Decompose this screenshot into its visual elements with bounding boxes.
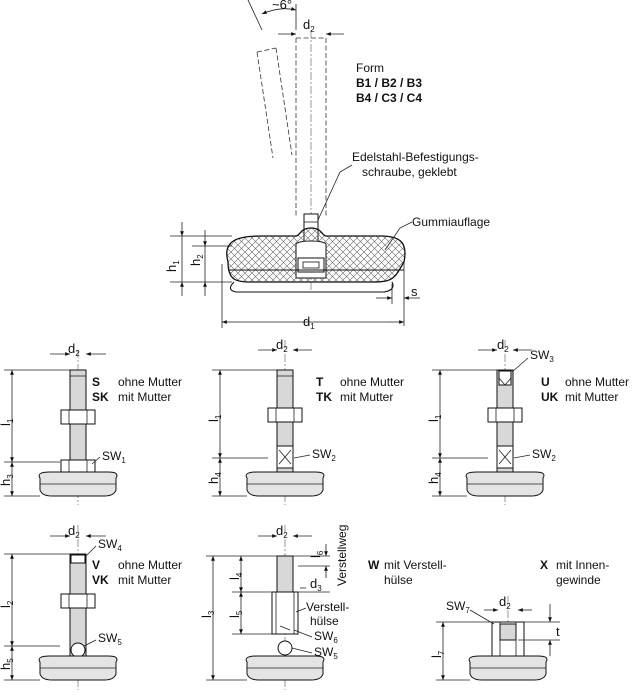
svg-text:ohne Mutter: ohne Mutter [118, 375, 182, 389]
svg-text:gewinde: gewinde [556, 573, 601, 587]
svg-text:d2: d2 [68, 523, 80, 540]
svg-text:SW7: SW7 [446, 599, 470, 615]
svg-text:h4: h4 [206, 472, 223, 484]
d2-dimension-top: d2 [278, 17, 344, 36]
svg-text:d2: d2 [276, 523, 288, 540]
svg-text:mit Mutter: mit Mutter [565, 390, 618, 404]
svg-text:ohne Mutter: ohne Mutter [118, 558, 182, 572]
svg-text:U: U [541, 375, 550, 389]
svg-text:mit Innen-: mit Innen- [556, 558, 609, 572]
svg-text:T: T [316, 375, 324, 389]
svg-text:SW5: SW5 [314, 645, 338, 661]
svg-text:l4: l4 [227, 572, 244, 580]
svg-text:Verstell-: Verstell- [306, 600, 349, 614]
nut [487, 407, 523, 423]
svg-text:h1: h1 [164, 260, 181, 272]
nut [60, 409, 96, 425]
form-line-2: B4 / C3 / C4 [356, 91, 422, 105]
svg-text:UK: UK [541, 390, 559, 404]
svg-text:hülse: hülse [310, 614, 339, 628]
svg-text:SW4: SW4 [98, 537, 122, 553]
svg-text:V: V [92, 558, 100, 572]
svg-text:h3: h3 [0, 474, 15, 486]
angle-dimension: ~6° [247, 0, 297, 31]
s-label: s [411, 284, 418, 299]
form-line-1: B1 / B2 / B3 [356, 76, 422, 90]
svg-text:h2: h2 [188, 254, 205, 266]
tilted-stem-ghost [256, 47, 293, 159]
svg-text:d3: d3 [310, 576, 322, 593]
svg-text:X: X [540, 558, 548, 572]
svg-text:S: S [92, 375, 100, 389]
variant-w: d2 l3 l4 l5 l6 Verstellweg d3 Verstell- … [199, 523, 447, 690]
ball-joint [70, 642, 86, 658]
svg-text:SW1: SW1 [102, 449, 126, 465]
pad-label: Gummiauflage [412, 215, 490, 229]
svg-text:VK: VK [92, 573, 109, 587]
svg-text:SK: SK [92, 390, 109, 404]
variant-u: d2 SW3 SW2 l1 h4 U ohne Mutter UK mit Mu… [426, 337, 629, 505]
d1-dimension: d1 [221, 264, 404, 331]
svg-text:t: t [556, 624, 560, 639]
svg-text:l1: l1 [0, 418, 15, 426]
svg-text:d2: d2 [68, 341, 80, 358]
ball-joint [277, 640, 293, 656]
nut [267, 407, 303, 423]
variant-v: d2 SW4 SW5 l2 h5 V ohne Mutter VK mit Mu… [0, 523, 182, 690]
screw-label-1: Edelstahl-Befestigungs- [352, 150, 479, 164]
variant-t: d2 SW2 l1 h4 T ohne Mutter TK mit Mutter [206, 337, 404, 505]
h-dimensions: h1 h2 [164, 222, 232, 296]
form-title: Form [356, 61, 384, 75]
svg-text:l1: l1 [426, 414, 443, 422]
svg-text:h4: h4 [426, 472, 443, 484]
svg-text:l1: l1 [206, 414, 223, 422]
svg-text:SW2: SW2 [312, 447, 336, 463]
svg-text:h5: h5 [0, 658, 15, 670]
svg-text:mit Mutter: mit Mutter [118, 390, 171, 404]
angle-label: ~6° [272, 0, 292, 12]
svg-text:d2: d2 [497, 337, 509, 354]
verstellweg-label: Verstellweg [335, 525, 349, 586]
svg-text:SW3: SW3 [530, 348, 554, 364]
svg-text:ohne Mutter: ohne Mutter [565, 375, 629, 389]
d1-label: d1 [303, 314, 315, 331]
screw-leader [317, 164, 353, 221]
svg-text:mit Mutter: mit Mutter [340, 390, 393, 404]
svg-text:SW5: SW5 [98, 631, 122, 647]
svg-text:d2: d2 [276, 337, 288, 354]
svg-text:l3: l3 [199, 610, 216, 618]
svg-text:l2: l2 [0, 600, 15, 608]
svg-text:l6: l6 [308, 550, 325, 558]
svg-text:d2: d2 [499, 594, 511, 611]
svg-text:mit Mutter: mit Mutter [118, 573, 171, 587]
svg-text:SW2: SW2 [532, 447, 556, 463]
svg-text:SW6: SW6 [314, 629, 338, 645]
svg-text:ohne Mutter: ohne Mutter [340, 375, 404, 389]
svg-text:mit Verstell-: mit Verstell- [384, 558, 447, 572]
hex [60, 459, 96, 473]
variant-x: X mit Innen- gewinde d2 SW7 t l7 [429, 558, 609, 681]
main-view: ~6° d2 Form B1 / B2 / B3 B4 / C3 / C4 Ed… [164, 0, 490, 331]
s-dimension: s [376, 262, 420, 326]
svg-text:l7: l7 [429, 650, 446, 658]
nut [60, 593, 96, 609]
screw-label-2: schraube, geklebt [362, 165, 457, 179]
svg-text:l5: l5 [227, 610, 244, 618]
variant-s: d2 SW1 l1 h3 S ohne Mutter SK mit Mutter [0, 341, 182, 505]
svg-text:hülse: hülse [384, 573, 413, 587]
svg-text:W: W [368, 558, 380, 572]
d2-label-top: d2 [303, 17, 315, 34]
svg-text:TK: TK [316, 390, 332, 404]
